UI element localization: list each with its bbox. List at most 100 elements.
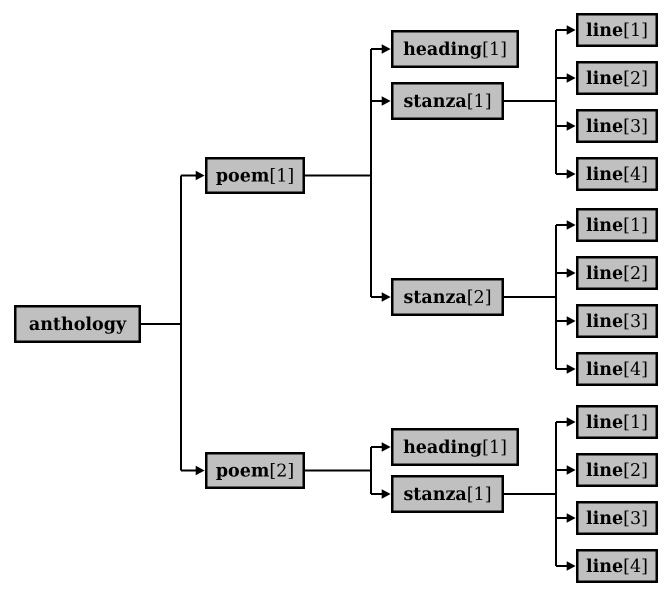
node-label-name: heading [403, 40, 482, 60]
node-label: line[1] [586, 21, 648, 41]
node-label-name: poem [216, 461, 270, 481]
edge-arrowhead [566, 513, 576, 523]
node-box[interactable] [576, 453, 658, 487]
tree-node-s12_line2[interactable]: line[2] [576, 256, 658, 290]
edge-arrowhead [566, 169, 576, 179]
node-label: poem[2] [216, 461, 294, 481]
node-label-name: anthology [29, 315, 127, 335]
node-label-index: [1] [623, 216, 648, 236]
node-label-index: [4] [623, 360, 648, 380]
node-label-name: line [586, 21, 623, 41]
node-label: anthology [29, 315, 127, 335]
node-box[interactable] [205, 157, 305, 194]
tree-node-s11_line3[interactable]: line[3] [576, 109, 658, 143]
node-box[interactable] [391, 30, 519, 68]
tree-node-s21_line2[interactable]: line[2] [576, 453, 658, 487]
node-box[interactable] [576, 549, 658, 583]
node-label: line[4] [586, 557, 648, 577]
node-label-name: line [586, 117, 623, 137]
node-label-name: stanza [403, 288, 466, 308]
tree-node-s11_line2[interactable]: line[2] [576, 61, 658, 95]
node-box[interactable] [576, 352, 658, 386]
node-label: line[3] [586, 312, 648, 332]
tree-node-p1_heading1[interactable]: heading[1] [391, 30, 519, 68]
edge-arrowhead [566, 561, 576, 571]
tree-node-poem1[interactable]: poem[1] [205, 157, 305, 194]
node-label: stanza[1] [403, 92, 491, 112]
edge-arrowhead [195, 465, 205, 476]
node-label-name: stanza [403, 485, 466, 505]
node-label-index: [1] [623, 413, 648, 433]
node-box[interactable] [205, 452, 305, 489]
node-label: line[2] [586, 69, 648, 89]
node-box[interactable] [576, 501, 658, 535]
node-label-name: line [586, 216, 623, 236]
node-box[interactable] [391, 428, 519, 466]
node-box[interactable] [576, 157, 658, 191]
node-box[interactable] [576, 13, 658, 47]
tree-node-s11_line1[interactable]: line[1] [576, 13, 658, 47]
tree-node-s21_line4[interactable]: line[4] [576, 549, 658, 583]
node-box[interactable] [391, 278, 504, 316]
edge-arrowhead [566, 364, 576, 374]
node-label-index: [2] [623, 69, 648, 89]
node-label: heading[1] [403, 40, 507, 60]
edge-arrowhead [381, 442, 391, 452]
tree-node-s12_line4[interactable]: line[4] [576, 352, 658, 386]
edge-arrowhead [566, 73, 576, 83]
edge-arrowhead [566, 121, 576, 131]
node-label-name: line [586, 312, 623, 332]
edge-arrowhead [381, 292, 391, 302]
tree-node-s21_line1[interactable]: line[1] [576, 405, 658, 439]
node-box[interactable] [576, 208, 658, 242]
tree-node-anthology[interactable]: anthology [14, 305, 141, 343]
tree-node-s12_line1[interactable]: line[1] [576, 208, 658, 242]
edge-arrowhead [566, 220, 576, 230]
edge-arrowhead [381, 96, 391, 106]
node-box[interactable] [391, 475, 504, 513]
tree-node-p1_stanza1[interactable]: stanza[1] [391, 82, 504, 120]
edge-arrowhead [566, 316, 576, 326]
tree-node-p2_heading1[interactable]: heading[1] [391, 428, 519, 466]
tree-node-poem2[interactable]: poem[2] [205, 452, 305, 489]
node-label: line[4] [586, 360, 648, 380]
edge-arrowhead [566, 25, 576, 35]
node-label-index: [1] [623, 21, 648, 41]
node-label-name: line [586, 509, 623, 529]
node-label-name: line [586, 360, 623, 380]
node-label-name: line [586, 69, 623, 89]
node-label: line[2] [586, 461, 648, 481]
node-label-index: [1] [467, 485, 492, 505]
tree-node-p1_stanza2[interactable]: stanza[2] [391, 278, 504, 316]
node-label-name: line [586, 557, 623, 577]
tree-node-s11_line4[interactable]: line[4] [576, 157, 658, 191]
edge-arrowhead [566, 268, 576, 278]
edge-arrowhead [195, 170, 205, 181]
tree-node-s12_line3[interactable]: line[3] [576, 304, 658, 338]
node-box[interactable] [576, 405, 658, 439]
tree-node-p2_stanza1[interactable]: stanza[1] [391, 475, 504, 513]
node-layer: anthologypoem[1]poem[2]heading[1]stanza[… [14, 13, 658, 583]
node-label: stanza[2] [403, 288, 491, 308]
node-box[interactable] [391, 82, 504, 120]
node-label-index: [2] [269, 461, 294, 481]
node-box[interactable] [576, 304, 658, 338]
node-box[interactable] [14, 305, 141, 343]
edge-arrowhead [381, 489, 391, 499]
tree-node-s21_line3[interactable]: line[3] [576, 501, 658, 535]
node-label-name: line [586, 461, 623, 481]
node-box[interactable] [576, 256, 658, 290]
node-label: poem[1] [216, 166, 294, 186]
node-label-index: [3] [623, 509, 648, 529]
node-label-index: [3] [623, 117, 648, 137]
node-label-index: [2] [467, 288, 492, 308]
node-label: line[2] [586, 264, 648, 284]
node-box[interactable] [576, 109, 658, 143]
node-label-index: [2] [623, 461, 648, 481]
node-box[interactable] [576, 61, 658, 95]
edge-layer [141, 25, 576, 571]
edge-arrowhead [381, 44, 391, 54]
node-label-index: [1] [269, 166, 294, 186]
